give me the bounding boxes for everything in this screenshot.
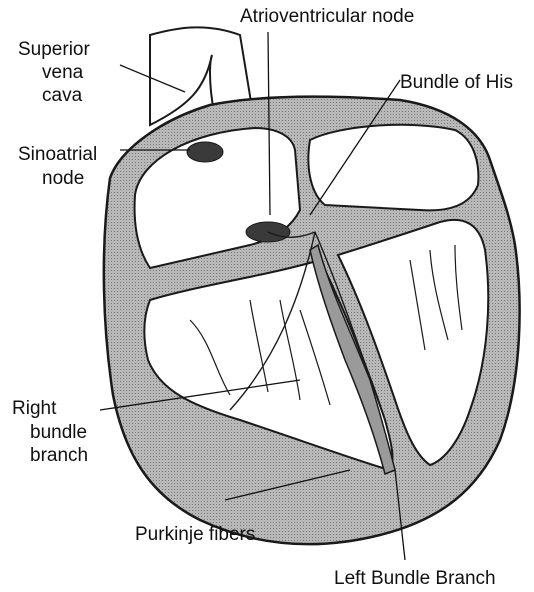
label-left-bundle-branch: Left Bundle Branch bbox=[334, 568, 496, 589]
label-sinoatrial-node: Sinoatrial node bbox=[18, 144, 103, 189]
label-superior-vena-cava: Superior vena cava bbox=[18, 39, 95, 106]
label-right-bundle-branch: Right bundle branch bbox=[12, 398, 92, 466]
left-atrium-chamber bbox=[308, 125, 478, 211]
label-atrioventricular-node: Atrioventricular node bbox=[240, 6, 414, 27]
label-purkinje-fibers: Purkinje fibers bbox=[135, 524, 255, 545]
label-bundle-of-his: Bundle of His bbox=[400, 72, 513, 93]
sinoatrial-node bbox=[187, 142, 223, 162]
